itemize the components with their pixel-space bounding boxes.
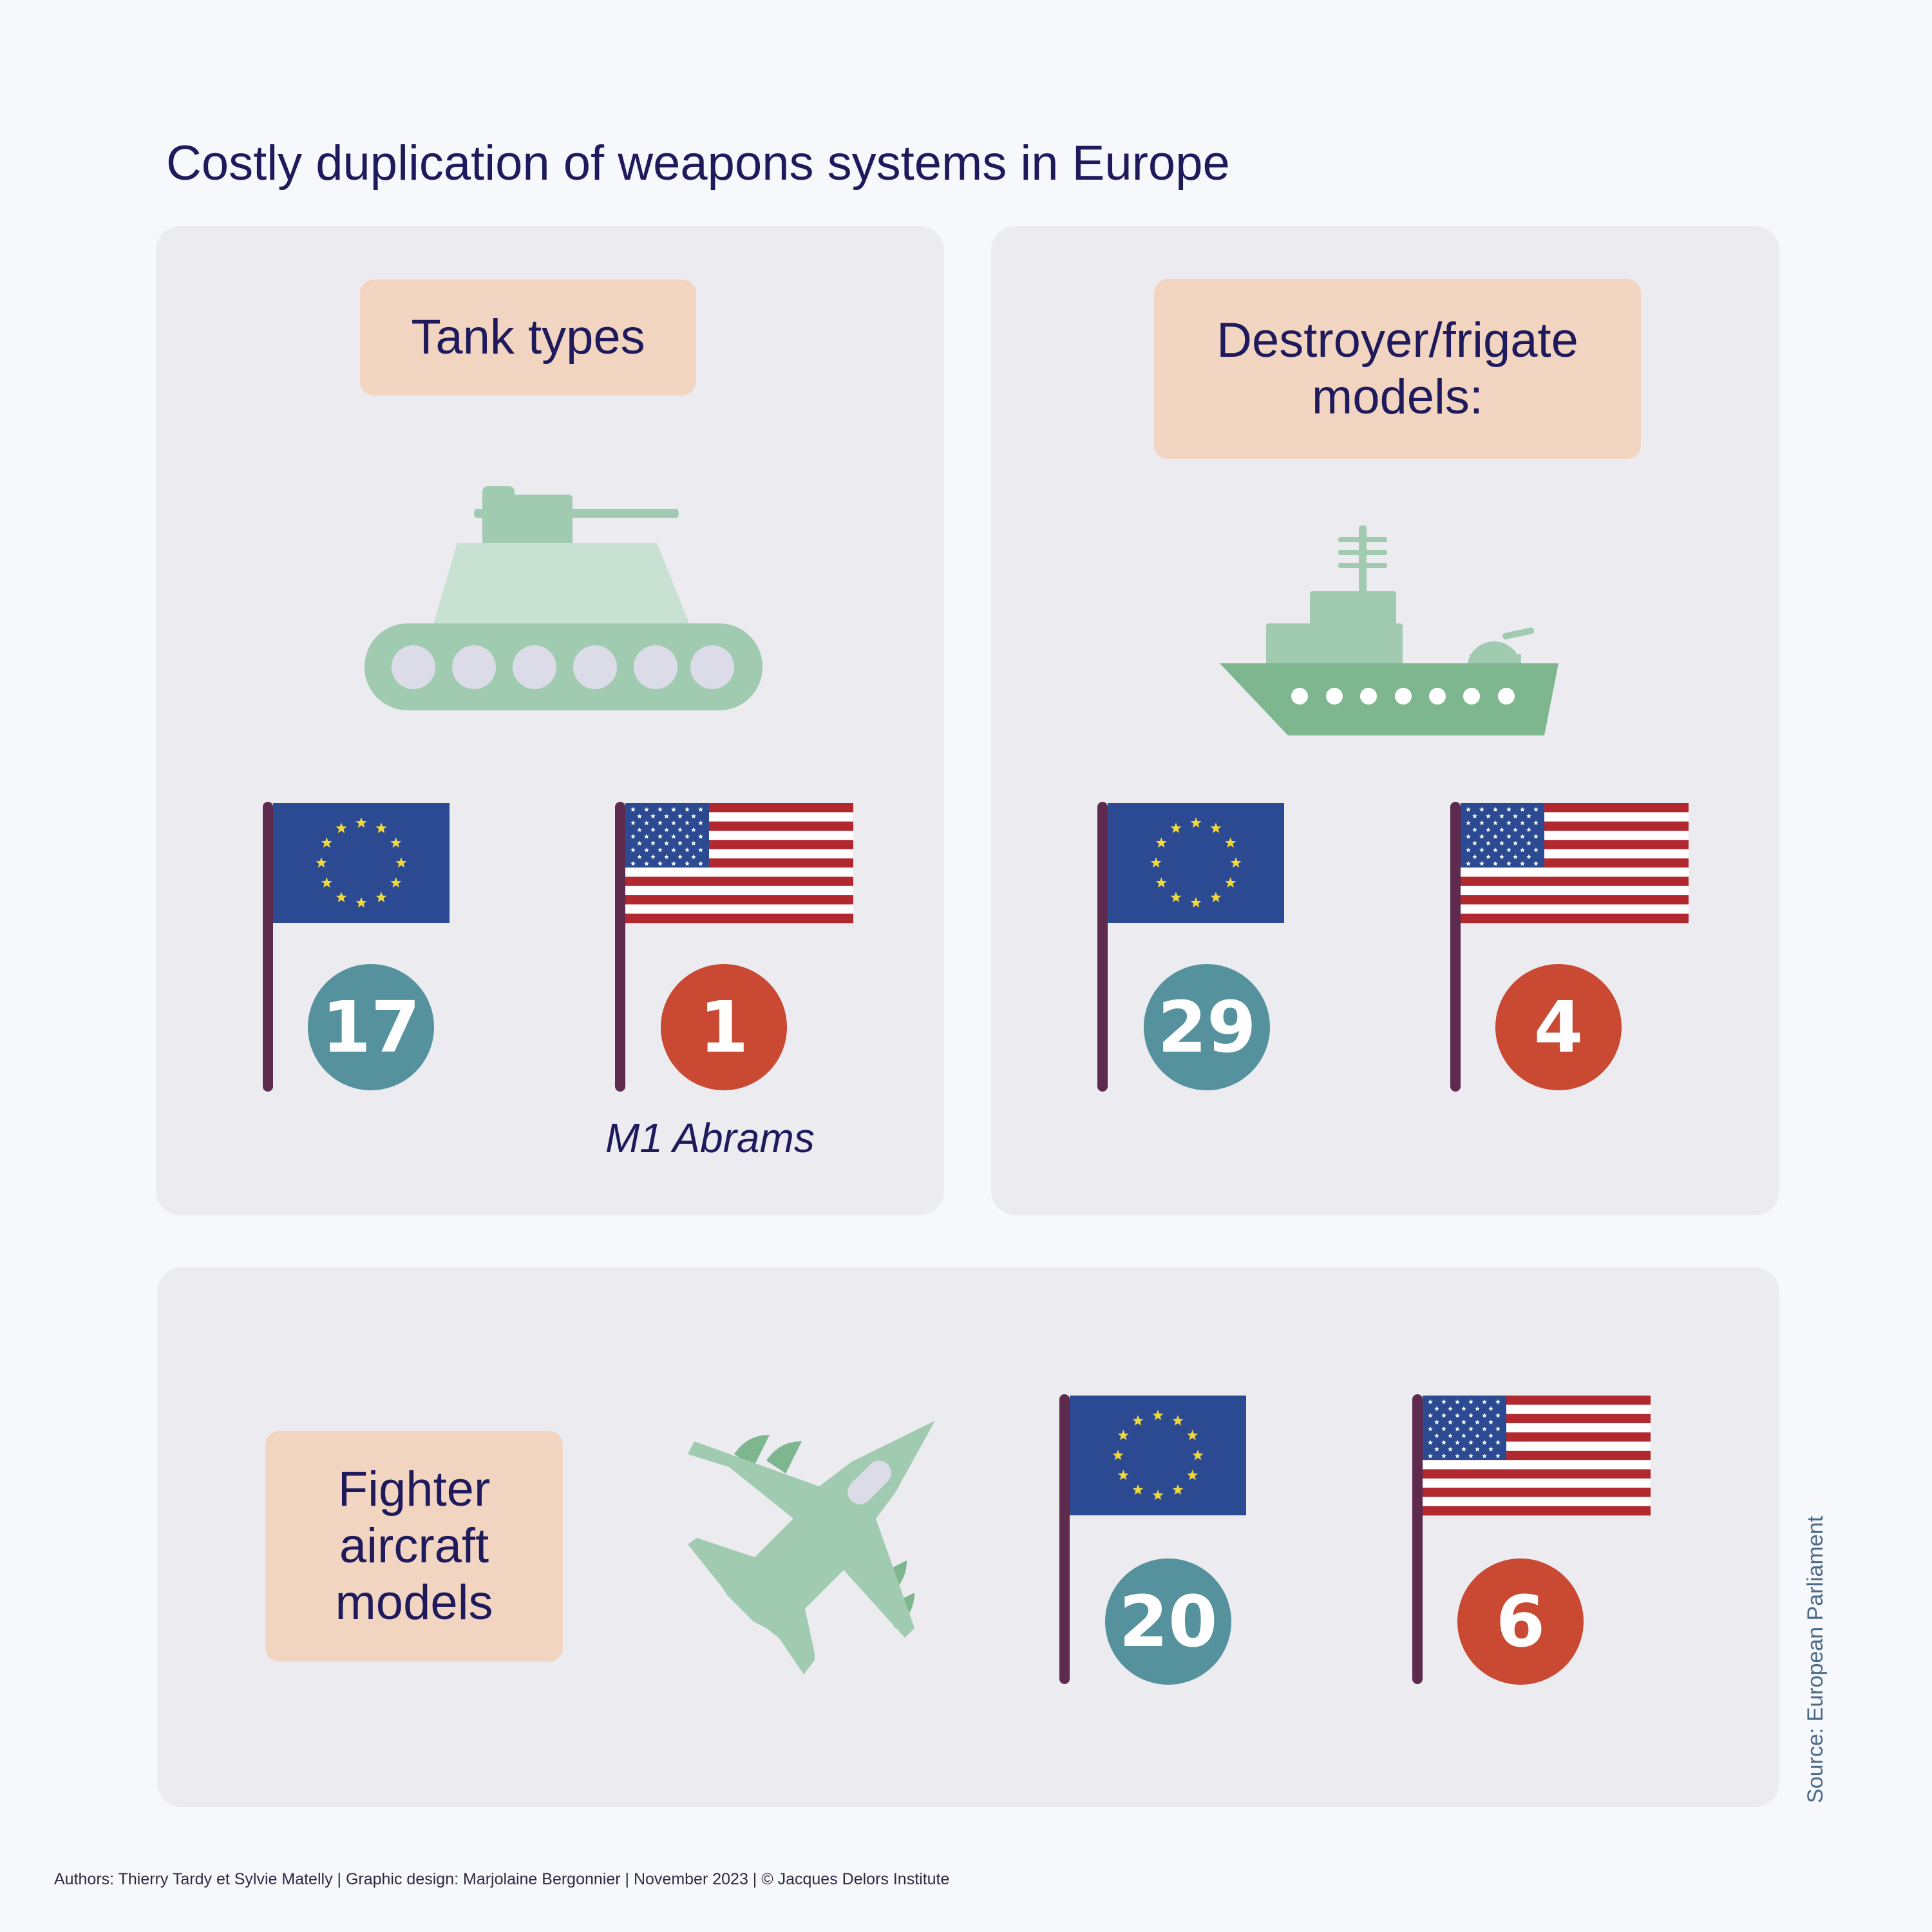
eu-tank-count-badge: 17 <box>308 964 434 1090</box>
eu-ship-count-badge: 29 <box>1144 964 1270 1090</box>
warship-icon <box>1220 526 1558 735</box>
fighter-aircraft-label: Fighter aircraft models <box>265 1431 563 1662</box>
page-title: Costly duplication of weapons systems in… <box>166 136 1230 191</box>
fighter-jet-icon <box>688 1421 935 1674</box>
us-aircraft-count-badge: 6 <box>1457 1558 1584 1685</box>
destroyer-frigate-label: Destroyer/frigate models: <box>1154 279 1641 459</box>
us-tank-model-note: M1 Abrams <box>605 1115 815 1161</box>
us-tank-count-badge: 1 <box>661 964 787 1090</box>
tank-types-label: Tank types <box>360 279 696 395</box>
credits-footer: Authors: Thierry Tardy et Sylvie Matelly… <box>54 1870 950 1888</box>
eu-aircraft-count-badge: 20 <box>1105 1558 1231 1685</box>
source-note: Source: European Parliament <box>1803 1515 1828 1803</box>
us-ship-count-badge: 4 <box>1495 964 1622 1090</box>
tank-icon <box>365 486 762 710</box>
